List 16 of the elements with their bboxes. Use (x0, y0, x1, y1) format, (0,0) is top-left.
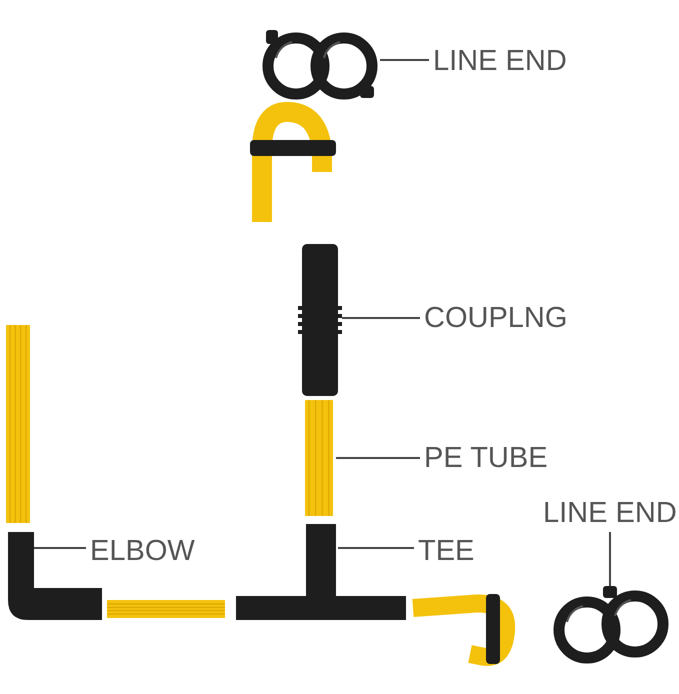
tube-drawing (305, 400, 333, 516)
leader-line (34, 547, 86, 549)
part-label: TEE (418, 534, 474, 568)
coupling-drawing (298, 244, 342, 396)
tee-fitting-drawing (236, 524, 406, 620)
part-label: COUPLNG (424, 301, 568, 335)
leader-line (338, 547, 414, 549)
leader-line (609, 532, 611, 586)
leader-line (380, 59, 429, 61)
leader-line (342, 317, 420, 319)
line-end-clip-drawing (553, 586, 669, 666)
part-label: PE TUBE (424, 441, 548, 475)
leader-line (336, 457, 420, 459)
part-label: LINE END (543, 496, 677, 530)
part-label: ELBOW (90, 534, 195, 568)
part-label: LINE END (433, 44, 567, 78)
